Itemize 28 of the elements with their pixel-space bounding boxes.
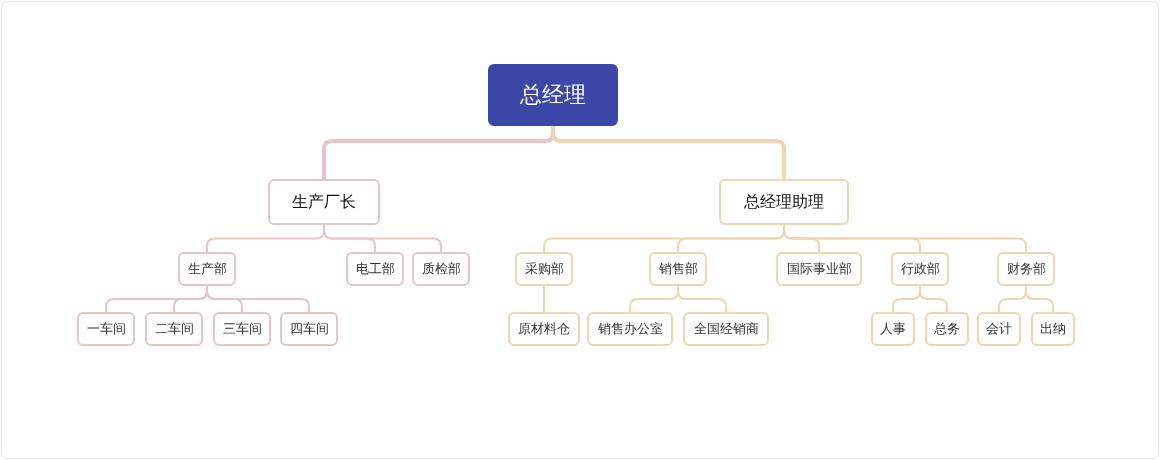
department-box: 二车间 (145, 312, 203, 346)
department-box: 原材料仓 (508, 312, 580, 346)
connector-line (551, 126, 786, 179)
department-box: 四车间 (280, 312, 338, 346)
department-box: 总务 (925, 312, 969, 346)
department-box: 会计 (977, 312, 1021, 346)
connector-line (543, 285, 545, 313)
department-box: 质检部 (412, 252, 470, 286)
connector-line (206, 285, 310, 313)
department-box: 采购部 (515, 252, 573, 286)
manager-box: 生产厂长 (268, 179, 380, 225)
department-box: 生产部 (178, 252, 236, 286)
department-box: 人事 (871, 312, 915, 346)
department-box: 销售办公室 (587, 312, 673, 346)
department-box: 一车间 (77, 312, 135, 346)
top-box: 总经理 (488, 64, 618, 126)
department-box: 全国经销商 (683, 312, 769, 346)
department-box: 销售部 (649, 252, 707, 286)
department-box: 财务部 (997, 252, 1055, 286)
department-box: 国际事业部 (776, 252, 862, 286)
department-box: 三车间 (213, 312, 271, 346)
department-box: 出纳 (1031, 312, 1075, 346)
department-box: 电工部 (346, 252, 404, 286)
connector-line (323, 224, 442, 253)
department-box: 行政部 (891, 252, 949, 286)
manager-box: 总经理助理 (719, 179, 849, 225)
connector-line (677, 285, 727, 313)
connector-line (783, 224, 1027, 253)
